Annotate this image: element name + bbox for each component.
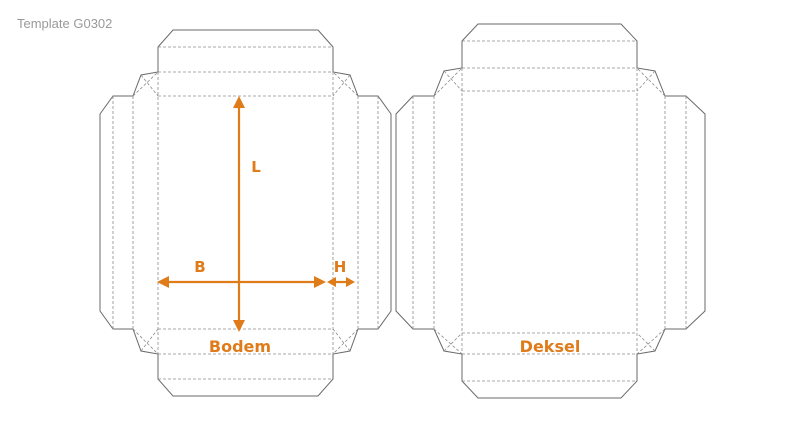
width-label: B: [194, 258, 205, 276]
height-label: H: [334, 258, 347, 276]
dimension-width: [157, 276, 326, 288]
lid-cut-outline: [395, 23, 706, 399]
dimension-height: [327, 277, 355, 287]
lid-net: [395, 23, 706, 399]
bottom-fold-lines: [112, 46, 379, 380]
lid-fold-lines: [412, 40, 687, 382]
bottom-label: Bodem: [209, 337, 271, 356]
template-label: Template G0302: [17, 16, 113, 31]
dimension-length: [233, 96, 245, 332]
bottom-cut-outline: [99, 29, 392, 397]
length-label: L: [251, 158, 261, 176]
bottom-net: [99, 29, 392, 397]
lid-label: Deksel: [520, 337, 581, 356]
